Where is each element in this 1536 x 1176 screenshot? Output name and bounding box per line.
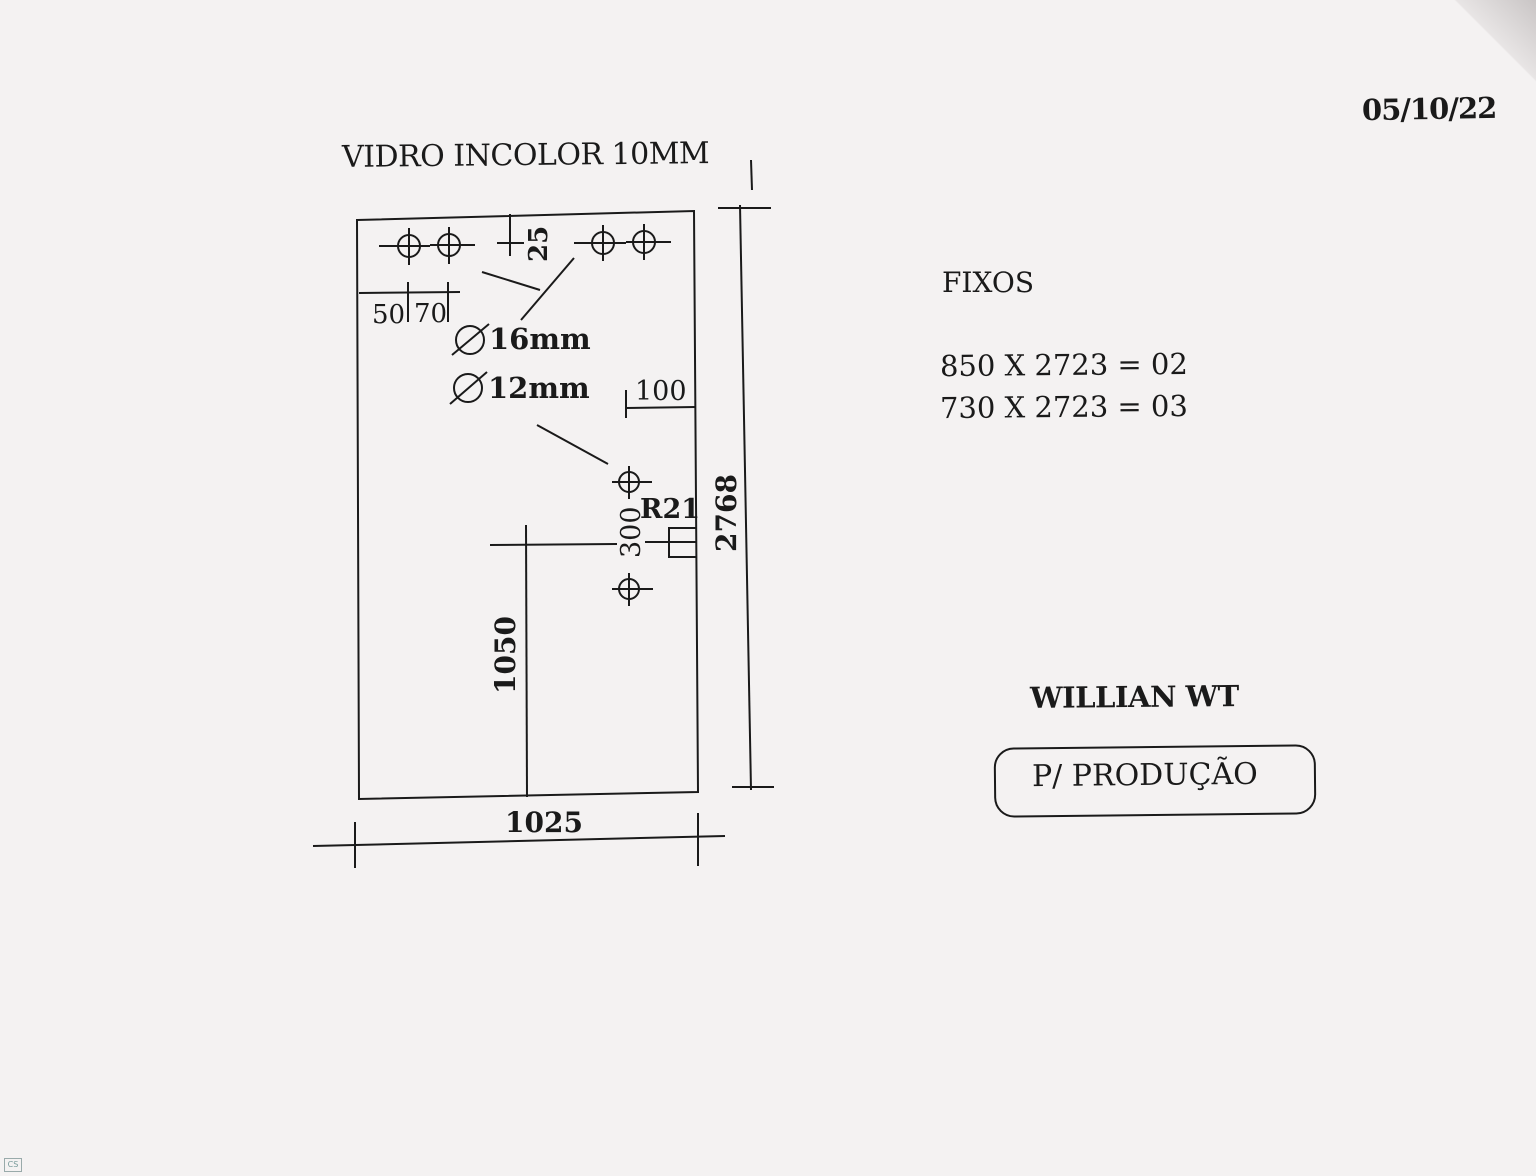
dim-100-marker	[625, 390, 697, 418]
reference-line-horizontal	[489, 543, 618, 546]
hinge-hole-upper	[612, 466, 652, 499]
dim-25-marker	[497, 214, 524, 256]
leader-line-top-2	[520, 257, 575, 321]
radius-label-r21: R21	[640, 494, 700, 525]
dim-label-50: 50	[372, 300, 405, 330]
fixos-line-1: 850 X 2723 = 02	[939, 346, 1189, 384]
fixos-line-2: 730 X 2723 = 03	[939, 388, 1189, 426]
dim-1025-line	[312, 813, 726, 868]
dim-label-300: 300	[616, 506, 647, 558]
diameter-icon-16	[451, 323, 490, 356]
hole-label-12mm: 12mm	[488, 371, 590, 405]
production-stamp-text: P/ PRODUÇÃO	[1031, 756, 1258, 795]
leader-line-hinge	[536, 424, 609, 465]
dim-1050-line	[525, 524, 528, 798]
notch-r21	[645, 527, 697, 558]
dim-label-25: 25	[524, 226, 554, 262]
diameter-icon-12	[449, 371, 488, 405]
scanner-logo-icon: CS	[4, 1158, 22, 1172]
hole-top-left-1	[379, 228, 430, 265]
dim-label-1050: 1050	[489, 616, 522, 694]
dim-2768-line	[718, 159, 774, 791]
top-hole-row-line	[358, 291, 461, 294]
dim-label-2768: 2768	[710, 474, 743, 552]
author-signature: WILLIAN WT	[1029, 679, 1239, 715]
leader-line-top	[481, 271, 541, 291]
glass-panel-outline	[355, 209, 700, 801]
hole-label-16mm: 16mm	[489, 322, 591, 356]
hole-top-left-2	[430, 227, 475, 264]
hole-top-right-2	[626, 224, 671, 260]
hinge-hole-lower	[612, 573, 653, 606]
dim-label-70: 70	[414, 299, 447, 329]
hole-top-right-1	[574, 225, 626, 261]
fixos-heading: FIXOS	[942, 266, 1035, 299]
dim-label-1025: 1025	[505, 806, 583, 839]
dim-label-100: 100	[635, 376, 687, 407]
page-fold-corner	[1446, 0, 1536, 110]
